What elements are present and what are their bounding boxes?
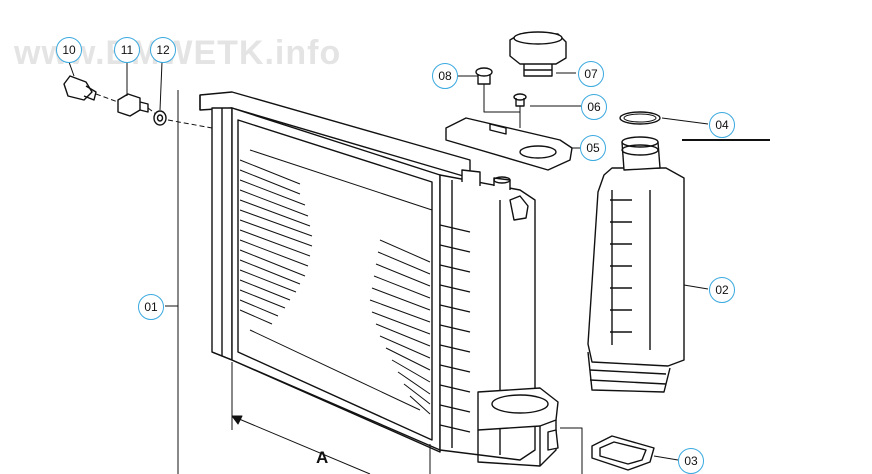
temp-sensor-10	[63, 75, 97, 101]
radiator-side-tank	[439, 169, 559, 467]
screw-06	[513, 93, 527, 107]
callout-10[interactable]: 10	[56, 37, 82, 63]
adapter-11	[117, 93, 149, 117]
dimension-a	[231, 362, 431, 474]
bracket-05	[445, 117, 573, 171]
callout-01[interactable]: 01	[138, 294, 164, 320]
callout-04[interactable]: 04	[709, 112, 735, 138]
o-ring-04	[619, 111, 661, 125]
dimension-label-a: A	[316, 448, 329, 467]
leader-lines	[68, 61, 770, 474]
callout-12[interactable]: 12	[150, 37, 176, 63]
callout-05[interactable]: 05	[580, 135, 606, 161]
callout-08[interactable]: 08	[432, 63, 458, 89]
bleed-screw-08	[475, 67, 493, 85]
callout-03[interactable]: 03	[678, 448, 704, 474]
radiator-core	[199, 91, 471, 453]
expansion-tank	[587, 136, 685, 393]
washer-12	[153, 110, 167, 126]
callout-11[interactable]: 11	[114, 37, 140, 63]
callout-06[interactable]: 06	[581, 94, 607, 120]
radiator-fins	[239, 149, 433, 415]
callout-07[interactable]: 07	[578, 61, 604, 87]
callout-02[interactable]: 02	[709, 277, 735, 303]
filler-cap-07	[509, 31, 567, 77]
